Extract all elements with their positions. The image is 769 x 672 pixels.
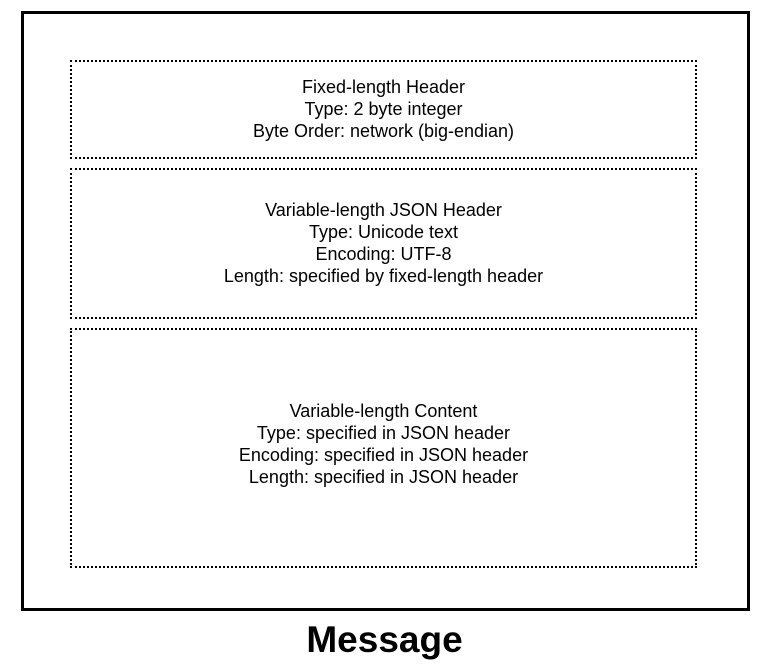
- section-title: Variable-length Content: [289, 401, 478, 421]
- section-detail: Encoding: specified in JSON header: [238, 445, 529, 465]
- section-detail: Length: specified by fixed-length header: [223, 265, 544, 286]
- fixed-length-header-section: Fixed-length Header Type: 2 byte integer…: [70, 60, 697, 159]
- message-frame: [21, 11, 750, 611]
- section-title: Fixed-length Header: [301, 76, 466, 97]
- section-detail: Type: 2 byte integer: [304, 98, 463, 119]
- diagram-caption: Message: [306, 619, 463, 660]
- section-title: Variable-length JSON Header: [265, 199, 502, 220]
- section-detail: Length: specified in JSON header: [248, 467, 519, 487]
- section-detail: Byte Order: network (big-endian): [252, 120, 515, 141]
- json-header-section: Variable-length JSON Header Type: Unicod…: [70, 168, 697, 319]
- content-section: Variable-length Content Type: specified …: [70, 328, 697, 568]
- section-detail: Encoding: UTF-8: [315, 243, 452, 264]
- section-detail: Type: specified in JSON header: [256, 423, 511, 443]
- section-detail: Type: Unicode text: [308, 221, 459, 242]
